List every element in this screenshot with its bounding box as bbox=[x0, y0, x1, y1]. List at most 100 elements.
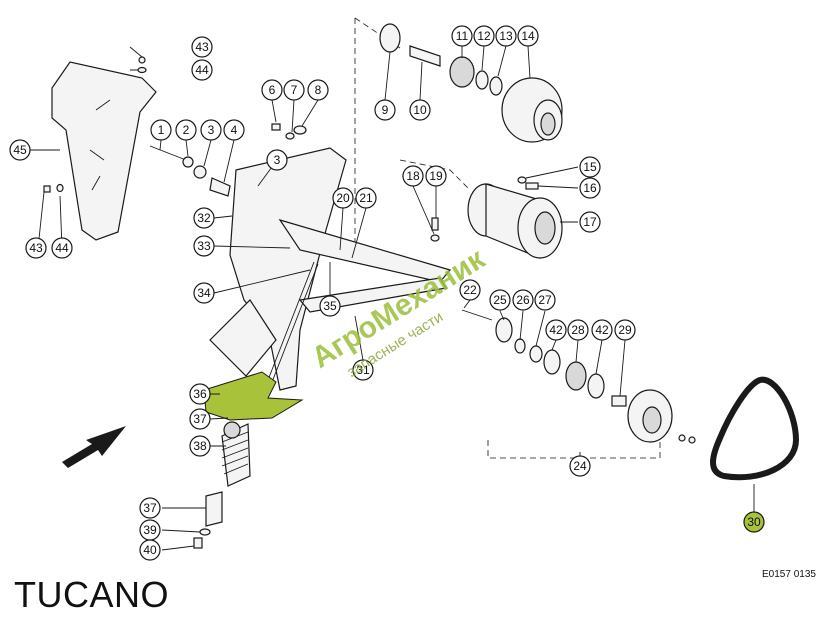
callout-label: 39 bbox=[143, 523, 157, 537]
callout-17: 17 bbox=[579, 211, 601, 233]
model-name: TUCANO bbox=[14, 574, 169, 615]
callout-circle bbox=[223, 119, 245, 141]
callout-circle bbox=[9, 139, 31, 161]
callout-14: 14 bbox=[517, 25, 539, 47]
callout-16: 16 bbox=[579, 177, 601, 199]
callout-label: 28 bbox=[571, 323, 585, 337]
callout-11: 11 bbox=[451, 25, 473, 47]
callout-42: 42 bbox=[545, 319, 567, 341]
callout-label: 43 bbox=[29, 241, 43, 255]
callout-label: 45 bbox=[13, 143, 27, 157]
callout-label: 20 bbox=[336, 191, 350, 205]
callout-6: 6 bbox=[261, 79, 283, 101]
callout-label: 12 bbox=[477, 29, 491, 43]
callout-circle bbox=[332, 187, 354, 209]
callout-circle bbox=[374, 99, 396, 121]
callout-44: 44 bbox=[51, 237, 73, 259]
callout-circle bbox=[473, 25, 495, 47]
callout-label: 3 bbox=[274, 153, 281, 167]
callout-33: 33 bbox=[193, 235, 215, 257]
callout-circle bbox=[25, 237, 47, 259]
callout-27: 27 bbox=[534, 289, 556, 311]
callout-circle bbox=[189, 383, 211, 405]
callout-label: 3 bbox=[208, 123, 215, 137]
callout-circle bbox=[743, 511, 765, 533]
callout-22: 22 bbox=[459, 279, 481, 301]
callout-28: 28 bbox=[567, 319, 589, 341]
callout-circle bbox=[579, 211, 601, 233]
callout-10: 10 bbox=[409, 99, 431, 121]
callout-label: 14 bbox=[521, 29, 535, 43]
callout-circle bbox=[189, 435, 211, 457]
callout-label: 36 bbox=[193, 387, 207, 401]
callout-37: 37 bbox=[139, 497, 161, 519]
callout-label: 9 bbox=[382, 103, 389, 117]
callout-9: 9 bbox=[374, 99, 396, 121]
callout-circle bbox=[307, 79, 329, 101]
callout-circle bbox=[352, 359, 374, 381]
callout-circle bbox=[193, 235, 215, 257]
callout-label: 15 bbox=[583, 160, 597, 174]
callout-label: 8 bbox=[315, 83, 322, 97]
callout-circle bbox=[579, 156, 601, 178]
callout-19: 19 bbox=[425, 165, 447, 187]
callout-26: 26 bbox=[512, 289, 534, 311]
callout-21: 21 bbox=[355, 187, 377, 209]
callout-15: 15 bbox=[579, 156, 601, 178]
callout-circle bbox=[193, 282, 215, 304]
callout-4: 4 bbox=[223, 119, 245, 141]
callout-label: 24 bbox=[573, 459, 587, 473]
callout-circle bbox=[261, 79, 283, 101]
callout-25: 25 bbox=[489, 289, 511, 311]
callout-label: 6 bbox=[269, 83, 276, 97]
callout-circle bbox=[319, 295, 341, 317]
callout-label: 37 bbox=[143, 501, 157, 515]
callout-label: 32 bbox=[197, 211, 211, 225]
highlight-bracket bbox=[203, 371, 304, 421]
callout-label: 37 bbox=[193, 412, 207, 426]
callout-label: 10 bbox=[413, 103, 427, 117]
callout-circle bbox=[512, 289, 534, 311]
callout-circle bbox=[200, 119, 222, 141]
callout-label: 16 bbox=[583, 181, 597, 195]
callout-30: 30 bbox=[743, 511, 765, 533]
callout-label: 13 bbox=[499, 29, 513, 43]
callout-circle bbox=[191, 59, 213, 81]
frame-part bbox=[229, 147, 347, 391]
callout-circle bbox=[283, 79, 305, 101]
callout-label: 4 bbox=[231, 123, 238, 137]
callout-label: 38 bbox=[193, 439, 207, 453]
callout-label: 7 bbox=[291, 83, 298, 97]
callout-7: 7 bbox=[283, 79, 305, 101]
callout-circle bbox=[193, 207, 215, 229]
callout-43: 43 bbox=[25, 237, 47, 259]
callout-label: 27 bbox=[538, 293, 552, 307]
callout-40: 40 bbox=[139, 539, 161, 561]
callout-label: 18 bbox=[406, 169, 420, 183]
callout-label: 19 bbox=[429, 169, 443, 183]
callout-label: 43 bbox=[195, 40, 209, 54]
callout-label: 34 bbox=[197, 286, 211, 300]
callout-label: 44 bbox=[195, 63, 209, 77]
callout-circle bbox=[495, 25, 517, 47]
callout-13: 13 bbox=[495, 25, 517, 47]
callout-circle bbox=[189, 408, 211, 430]
callout-circle bbox=[266, 149, 288, 171]
callout-43: 43 bbox=[191, 36, 213, 58]
callout-circle bbox=[425, 165, 447, 187]
callout-circle bbox=[569, 455, 591, 477]
callout-label: 22 bbox=[463, 283, 477, 297]
callout-32: 32 bbox=[193, 207, 215, 229]
callout-circle bbox=[567, 319, 589, 341]
callout-label: 44 bbox=[55, 241, 69, 255]
callout-circle bbox=[545, 319, 567, 341]
callout-label: 42 bbox=[595, 323, 609, 337]
callout-circle bbox=[579, 177, 601, 199]
callout-circle bbox=[51, 237, 73, 259]
callout-label: 21 bbox=[359, 191, 373, 205]
direction-arrow bbox=[62, 426, 126, 468]
v-belt-part-30 bbox=[710, 376, 800, 481]
callout-37: 37 bbox=[189, 408, 211, 430]
callout-label: 30 bbox=[747, 515, 761, 529]
